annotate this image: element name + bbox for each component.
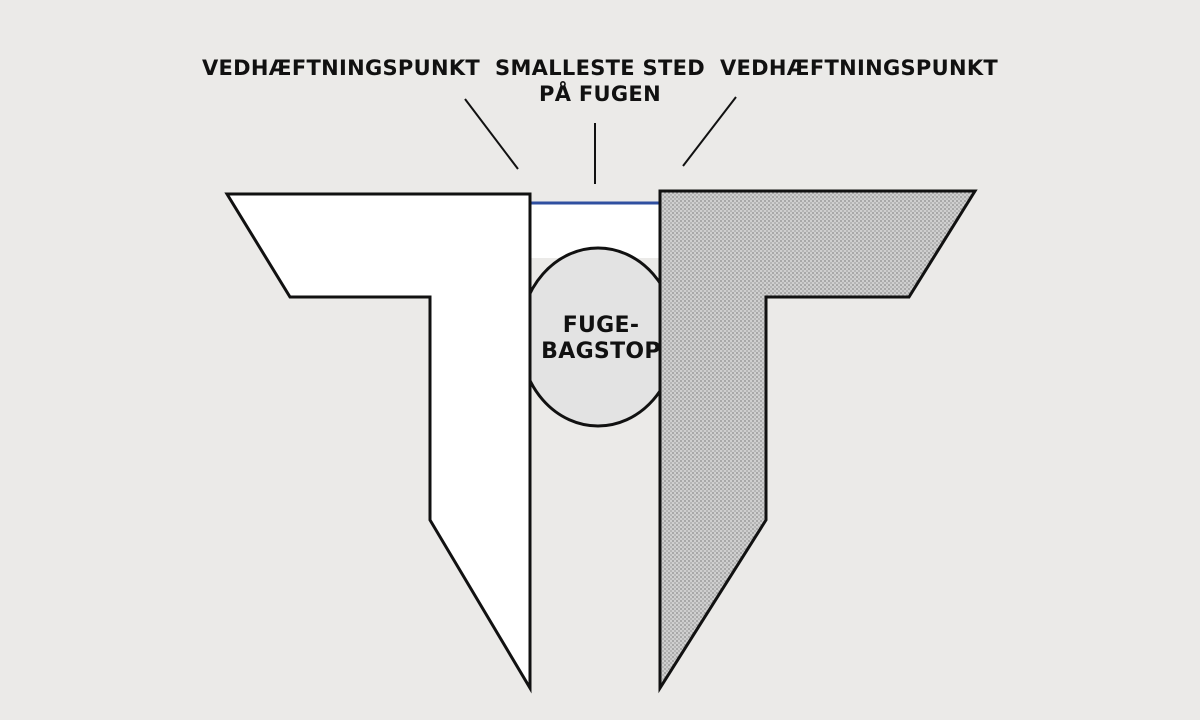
narrowest-point-label-line2: PÅ FUGEN <box>539 81 661 106</box>
adhesion-point-label-right: VEDHÆFTNINGSPUNKT <box>720 56 998 80</box>
backer-rod-label-line2: BAGSTOP <box>541 339 661 364</box>
leader-line-left <box>464 98 519 170</box>
leader-line-right <box>682 96 737 167</box>
adhesion-point-label-left: VEDHÆFTNINGSPUNKT <box>202 56 480 80</box>
right-substrate-block <box>658 189 978 694</box>
left-substrate-block <box>224 192 532 694</box>
backer-rod-label-line1: FUGE- <box>563 313 640 338</box>
narrowest-point-label-line1: SMALLESTE STED <box>495 56 705 80</box>
